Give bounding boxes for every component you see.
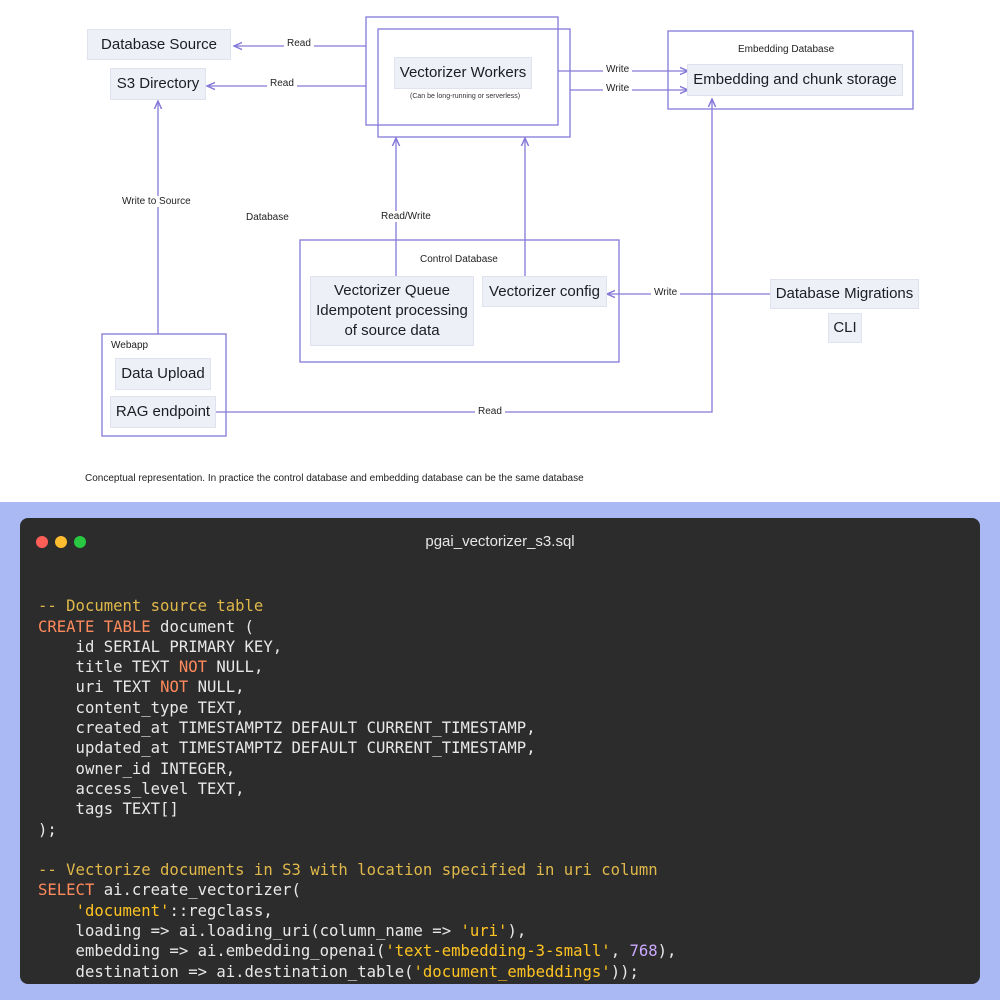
database-source-node: Database Source [88,30,230,59]
database-migrations-node: Database Migrations [771,280,918,308]
code-token: ::regclass, [169,901,273,920]
code-token [38,902,76,920]
code-token: NOT [178,658,207,677]
edge-label-write-1: Write [603,64,633,75]
code-line: ); [38,820,676,840]
vectorizer-queue-line-1: Vectorizer Queue [334,282,450,299]
code-token: ), [507,922,527,941]
code-line: -- Document source table [38,596,676,616]
code-token: 'text-embedding-3-small' [385,942,611,961]
architecture-diagram: Embedding Database Control Database Weba… [85,16,918,484]
vectorizer-queue-node: Vectorizer Queue Idempotent processing o… [311,277,473,345]
code-line: access_level TEXT, [38,779,676,799]
s3-directory-node: S3 Directory [111,69,205,99]
code-token: content_type TEXT, [38,698,245,717]
code-token: 'uri' [460,922,508,941]
diagram-caption: Conceptual representation. In practice t… [85,473,584,484]
code-panel: pgai_vectorizer_s3.sql -- Document sourc… [0,502,1000,1000]
rag-endpoint-node: RAG endpoint [111,397,215,427]
webapp-label: Webapp [111,340,149,351]
code-line: owner_id INTEGER, [38,759,676,779]
code-line: title TEXT NOT NULL, [38,657,676,677]
code-token: -- Vectorize documents in S3 with locati… [38,861,658,880]
code-token: access_level TEXT, [38,779,245,798]
code-token: owner_id INTEGER, [38,759,236,778]
edge-label-read-write: Read/Write [378,211,434,222]
code-token: tags TEXT[] [38,800,179,819]
database-label: Database [246,212,289,223]
code-token: embedding => ai.embedding_openai( [38,942,386,961]
code-token: destination => ai.destination_table( [38,962,414,981]
webapp-border [101,333,227,437]
edge-label-write-to-source: Write to Source [119,196,194,207]
edge-read-rag [215,99,712,413]
code-line: id SERIAL PRIMARY KEY, [38,637,676,657]
code-line: tags TEXT[] [38,799,676,819]
control-database-border [299,239,620,363]
code-token: id SERIAL PRIMARY KEY, [38,637,283,656]
vectorizer-workers-note: (Can be long-running or serverless) [410,93,521,100]
code-line: uri TEXT NOT NULL, [38,677,676,697]
code-token: NULL, [188,678,245,697]
embedding-database-label: Embedding Database [738,44,835,55]
code-line: content_type TEXT, [38,698,676,718]
code-line: CREATE TABLE document ( [38,617,676,637]
code-token: SELECT [38,881,95,900]
code-line [38,840,676,860]
code-filename: pgai_vectorizer_s3.sql [425,533,575,550]
code-line: destination => ai.destination_table('doc… [38,962,676,982]
code-token: 'document' [75,901,170,920]
edge-label-write-2: Write [603,83,633,94]
control-database-label: Control Database [420,254,498,265]
close-dot-icon[interactable] [36,536,48,548]
code-token: CREATE TABLE [38,617,151,636]
minimize-dot-icon[interactable] [55,536,67,548]
code-token: 768 [629,942,658,961]
edge-label-read-s3: Read [267,78,297,89]
code-token: ai.create_vectorizer( [94,881,301,900]
code-token: )); [610,962,639,981]
embedding-database-border [667,30,914,110]
code-window: pgai_vectorizer_s3.sql -- Document sourc… [20,518,980,984]
edge-label-read-rag: Read [475,406,505,417]
edge-label-write-config: Write [651,287,681,298]
workers-group-border-inner [377,28,571,138]
code-token: loading => ai.loading_uri(column_name => [38,922,461,941]
code-line: loading => ai.loading_uri(column_name =>… [38,921,676,941]
code-line [38,576,676,596]
code-line: embedding => ai.embedding_openai('text-e… [38,941,677,961]
code-token: uri TEXT [38,678,161,697]
code-token: -- Document source table [38,597,264,616]
vectorizer-queue-line-3: of source data [344,322,440,339]
code-token: document ( [150,617,254,636]
code-token: title TEXT [38,658,179,677]
code-token: updated_at TIMESTAMPTZ DEFAULT CURRENT_T… [38,739,536,758]
data-upload-node: Data Upload [116,359,210,389]
code-line: updated_at TIMESTAMPTZ DEFAULT CURRENT_T… [38,738,676,758]
code-token: 'document_embeddings' [413,962,611,981]
edge-label-read-db-source: Read [284,38,314,49]
vectorizer-workers-node: Vectorizer Workers [395,58,531,88]
code-line: -- Vectorize documents in S3 with locati… [38,860,676,880]
code-token: ), [657,942,677,961]
code-token: , [610,942,630,961]
code-token: created_at TIMESTAMPTZ DEFAULT CURRENT_T… [38,719,536,738]
code-line: created_at TIMESTAMPTZ DEFAULT CURRENT_T… [38,718,676,738]
cli-node: CLI [829,314,861,342]
code-token: NOT [160,678,189,697]
embedding-chunk-storage-node: Embedding and chunk storage [688,65,902,95]
code-line: SELECT ai.create_vectorizer( [38,880,676,900]
maximize-dot-icon[interactable] [74,536,86,548]
code-line: 'document'::regclass, [38,901,676,921]
code-token: NULL, [207,658,264,677]
code-token: ); [38,820,57,839]
vectorizer-config-node: Vectorizer config [483,277,606,306]
vectorizer-queue-line-2: Idempotent processing [316,302,468,319]
